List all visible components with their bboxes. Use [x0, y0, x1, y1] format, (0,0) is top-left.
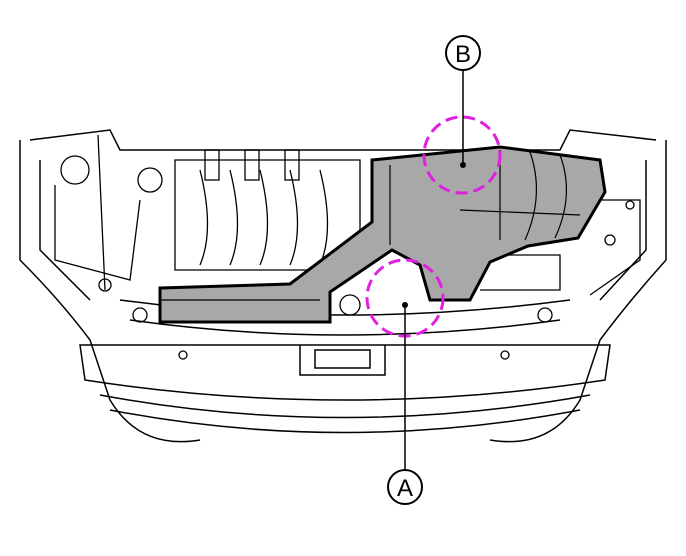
callout-a-label: A	[397, 475, 413, 502]
vehicle-body-outline	[19, 129, 667, 443]
callout-a: A	[387, 469, 423, 505]
air-duct	[158, 145, 607, 324]
callout-b-label: B	[455, 41, 471, 68]
callout-b: B	[445, 35, 481, 71]
highlight-circle-b	[422, 115, 502, 195]
